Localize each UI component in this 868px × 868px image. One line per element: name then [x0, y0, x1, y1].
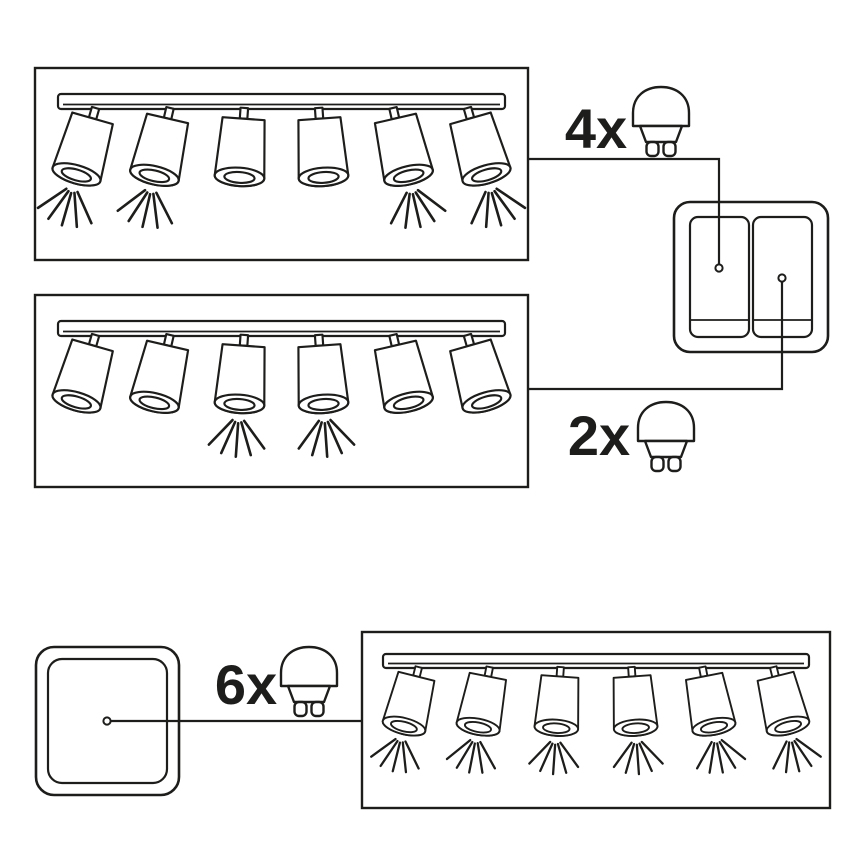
fixture-panel-c	[360, 630, 832, 810]
mounting-track	[56, 319, 507, 338]
bulb-count-a: 4x	[565, 85, 691, 160]
fixture-panel-a	[33, 66, 530, 262]
bulb-count-b: 2x	[568, 400, 696, 473]
count-label-b: 2x	[568, 404, 630, 467]
track-bar	[381, 652, 811, 670]
terminal-dot-left-rocker	[714, 263, 724, 273]
wire-fixture-a-to-switch-left	[528, 157, 721, 268]
count-label-c: 6x	[215, 653, 277, 716]
terminal-dot-single-rocker	[102, 716, 112, 726]
mounting-track	[56, 92, 507, 111]
gu10-bulb-icon	[279, 645, 339, 718]
gu10-bulb-icon	[636, 400, 696, 473]
terminal-dot-right-rocker	[777, 273, 787, 283]
bulb-count-c: 6x	[215, 645, 339, 718]
track-bar	[56, 92, 507, 111]
count-label-a: 4x	[565, 97, 627, 160]
track-bar	[56, 319, 507, 338]
gu10-bulb-icon	[631, 85, 691, 158]
fixture-panel-b	[33, 293, 530, 489]
wire-switch-right-to-fixture-b	[528, 278, 784, 391]
double-rocker-switch	[672, 200, 830, 354]
mounting-track	[381, 652, 811, 670]
